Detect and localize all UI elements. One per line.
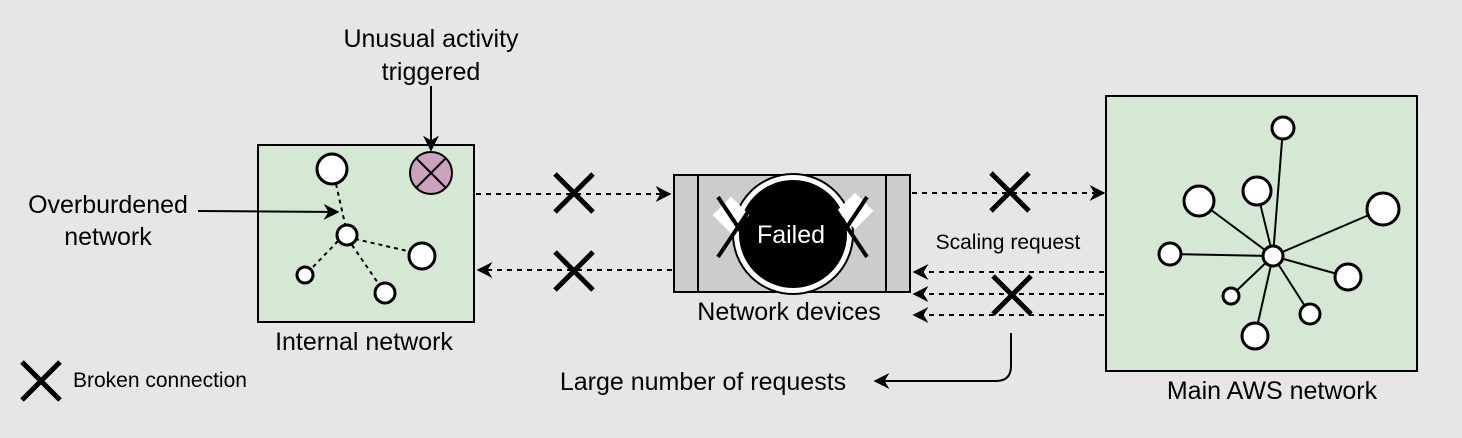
aws-node-right-low bbox=[1333, 262, 1363, 292]
aws-node-right bbox=[1365, 191, 1401, 227]
internal-node-small bbox=[295, 265, 315, 285]
internal-network-label: Internal network bbox=[275, 328, 453, 356]
overburdened-label-line2: network bbox=[64, 223, 152, 251]
internal-node-right bbox=[407, 241, 437, 271]
unusual-activity-label-line1: Unusual activity bbox=[343, 25, 519, 53]
failed-label: Failed bbox=[757, 221, 825, 249]
internal-node-hub bbox=[335, 223, 359, 247]
aws-node-bottom bbox=[1240, 321, 1270, 351]
overburdened-arrow bbox=[197, 203, 340, 220]
aws-node-upper-left bbox=[1182, 184, 1216, 218]
aws-node-small bbox=[1221, 286, 1241, 306]
legend: Broken connection bbox=[20, 360, 247, 402]
network-devices-box: Failed bbox=[673, 173, 911, 295]
broken-connection-mark-top bbox=[553, 172, 595, 214]
unusual-activity-label-line2: triggered bbox=[382, 58, 481, 86]
scaling-request-label: Scaling request bbox=[936, 231, 1081, 254]
broken-connection-mark-scaling bbox=[991, 274, 1033, 316]
aws-hub-node bbox=[1261, 244, 1285, 268]
internal-node-bottom bbox=[373, 281, 397, 305]
overburdened-label-line1: Overburdened bbox=[28, 191, 188, 219]
failed-device-icon bbox=[712, 173, 874, 295]
network-devices-label: Network devices bbox=[697, 298, 880, 326]
broken-connection-legend-label: Broken connection bbox=[73, 369, 247, 392]
internal-network-box bbox=[257, 144, 475, 323]
broken-connection-legend-icon bbox=[20, 360, 62, 402]
large-requests-arrow bbox=[873, 333, 1012, 389]
aws-node-upper-mid bbox=[1241, 175, 1273, 207]
broken-connection-mark-aws bbox=[989, 171, 1031, 213]
large-requests-label: Large number of requests bbox=[560, 368, 846, 396]
aws-node-left bbox=[1157, 241, 1183, 267]
internal-node-large bbox=[315, 152, 349, 186]
broken-connection-mark-bottom bbox=[553, 250, 595, 292]
internal-network-links bbox=[311, 183, 413, 284]
main-aws-network-box bbox=[1105, 95, 1418, 372]
aws-node-top bbox=[1270, 115, 1296, 141]
alert-node-icon bbox=[409, 151, 453, 195]
main-aws-network-label: Main AWS network bbox=[1167, 377, 1378, 405]
aws-node-bottom-right bbox=[1298, 302, 1322, 326]
